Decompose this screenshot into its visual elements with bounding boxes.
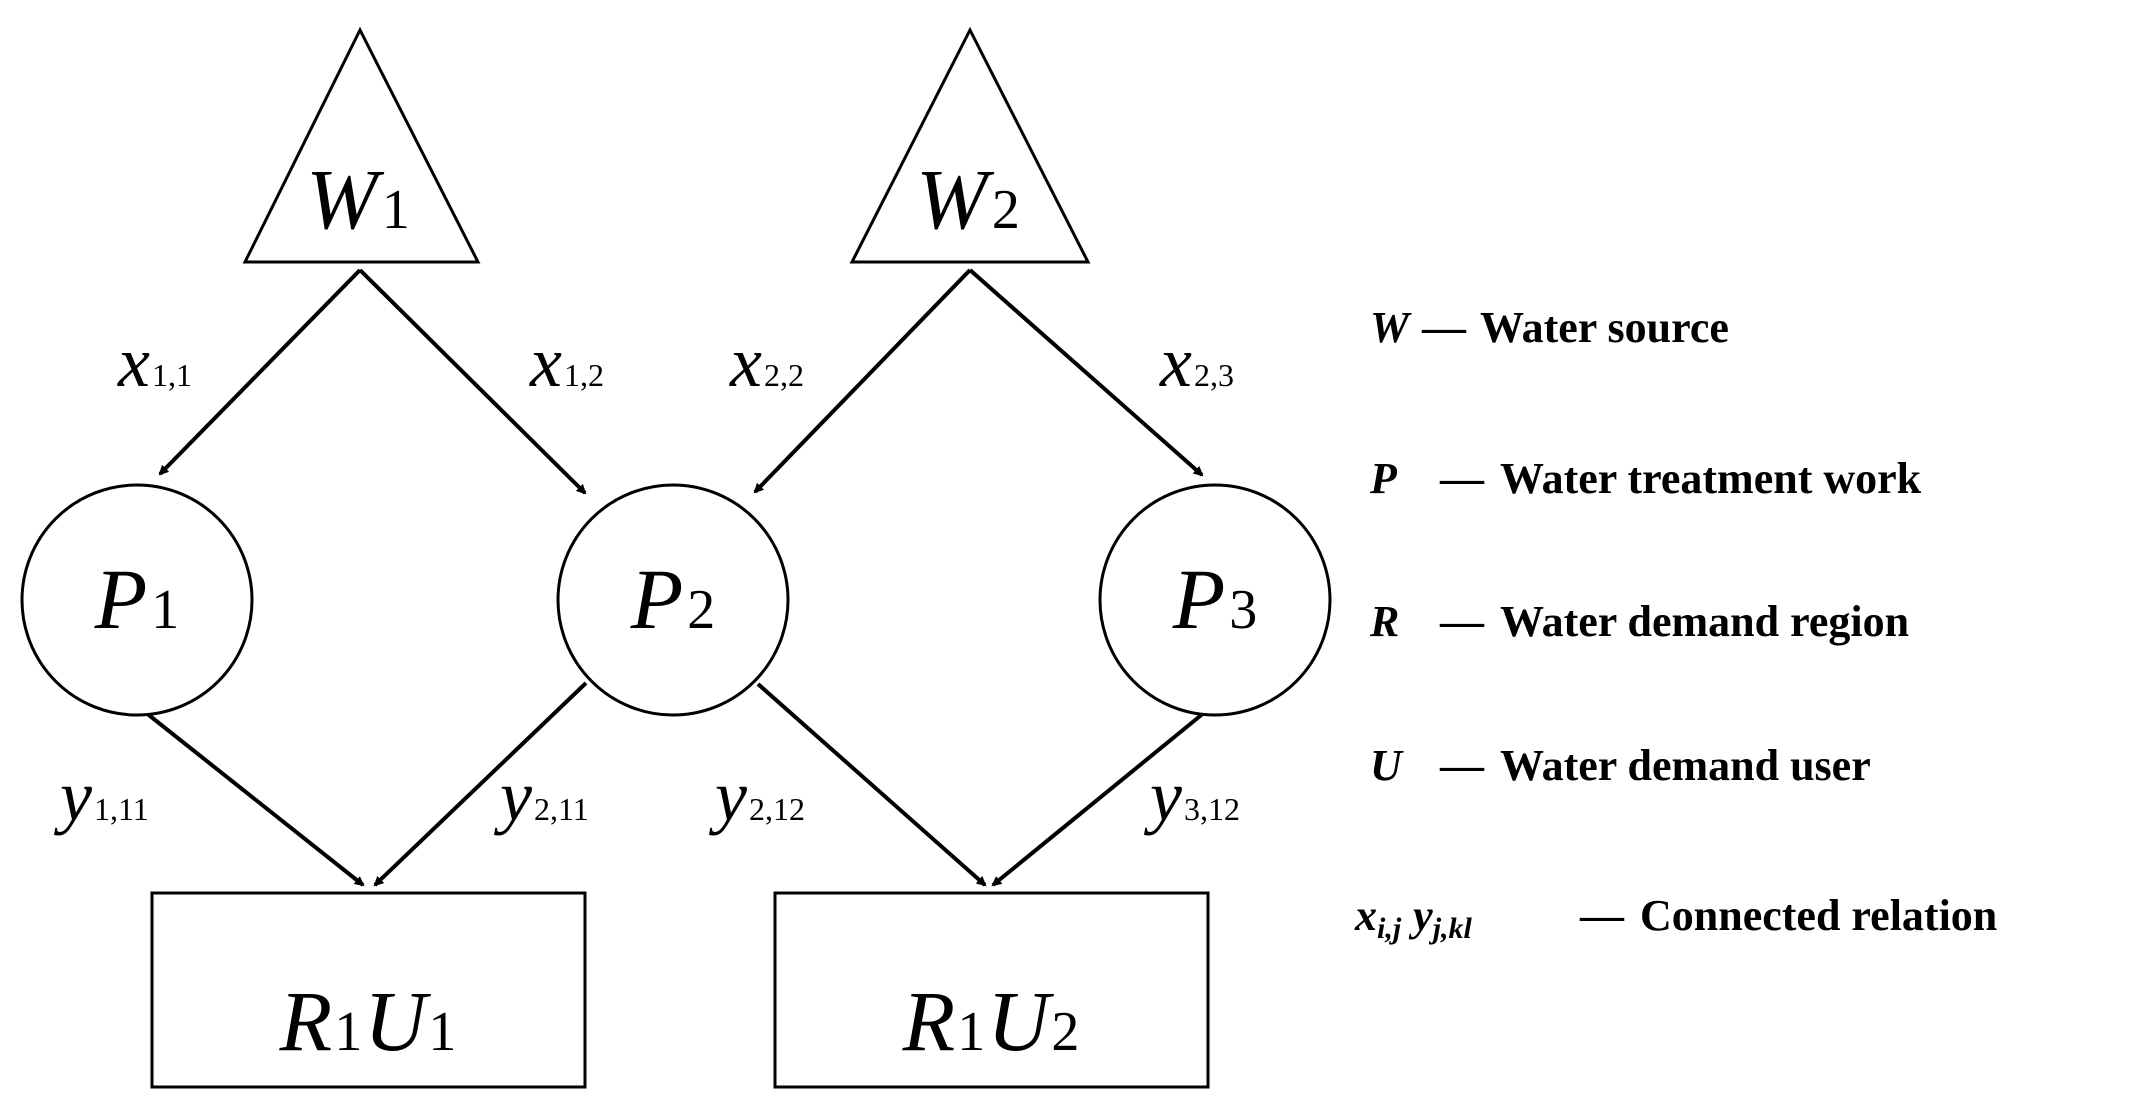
edge-label-x11: x1,1 [117, 322, 192, 402]
legend-symbol-r: R [1369, 597, 1399, 646]
box-r1u1 [150, 891, 587, 1089]
legend: W — Water source P — Water treatment wor… [1354, 303, 1997, 945]
node-r1u2: R1U2 [773, 891, 1210, 1089]
node-w2-label: W2 [916, 151, 1020, 247]
legend-symbol-p: P [1369, 454, 1398, 503]
edge-x11 [158, 268, 362, 476]
node-r1u2-label: R1U2 [902, 973, 1080, 1069]
box-r1u2 [773, 891, 1210, 1089]
edge-y212 [756, 682, 987, 887]
edge-label-y312: y3,12 [1143, 756, 1240, 836]
node-p3-label: P3 [1172, 551, 1258, 647]
legend-item-p: P — Water treatment work [1369, 454, 1922, 503]
legend-dash-w: — [1421, 303, 1467, 352]
edge-label-x23: x2,3 [1159, 322, 1234, 402]
node-p2: P2 [556, 483, 790, 717]
node-r1u1-label: R1U1 [279, 973, 457, 1069]
legend-text-p: Water treatment work [1500, 454, 1922, 503]
node-w1-label: W1 [306, 151, 410, 247]
legend-symbol-w: W [1370, 303, 1412, 352]
edge-label-y211: y2,11 [493, 756, 589, 836]
triangle-w2 [849, 26, 1091, 264]
edge-label-y212: y2,12 [708, 756, 805, 836]
edge-x23 [968, 268, 1204, 477]
legend-item-u: U — Water demand user [1370, 741, 1871, 790]
node-w1: W1 [242, 26, 481, 264]
edge-label-x12: x1,2 [529, 322, 604, 402]
edge-y312 [991, 710, 1207, 887]
legend-text-xy: Connected relation [1640, 891, 1997, 940]
circle-p2 [556, 483, 790, 717]
legend-item-w: W — Water source [1370, 303, 1729, 352]
triangle-w1 [242, 26, 481, 264]
edge-x12 [358, 268, 587, 495]
edge-y111 [143, 710, 365, 887]
legend-item-r: R — Water demand region [1369, 597, 1909, 646]
legend-dash-p: — [1439, 454, 1485, 503]
legend-symbol-u: U [1370, 741, 1404, 790]
node-p3: P3 [1098, 483, 1332, 717]
node-r1u1: R1U1 [150, 891, 587, 1089]
legend-text-w: Water source [1480, 303, 1729, 352]
node-p2-label: P2 [630, 551, 716, 647]
node-p1: P1 [20, 483, 254, 717]
legend-dash-xy: — [1579, 891, 1625, 940]
edge-x22 [753, 268, 972, 494]
edge-label-y111: y1,11 [53, 756, 149, 836]
legend-text-r: Water demand region [1500, 597, 1909, 646]
legend-dash-r: — [1439, 597, 1485, 646]
edge-label-x22: x2,2 [729, 322, 804, 402]
node-w2: W2 [849, 26, 1091, 264]
legend-dash-u: — [1439, 741, 1485, 790]
legend-text-u: Water demand user [1500, 741, 1871, 790]
circle-p1 [20, 483, 254, 717]
edge-y211 [373, 681, 588, 887]
node-p1-label: P1 [94, 551, 180, 647]
circle-p3 [1098, 483, 1332, 717]
